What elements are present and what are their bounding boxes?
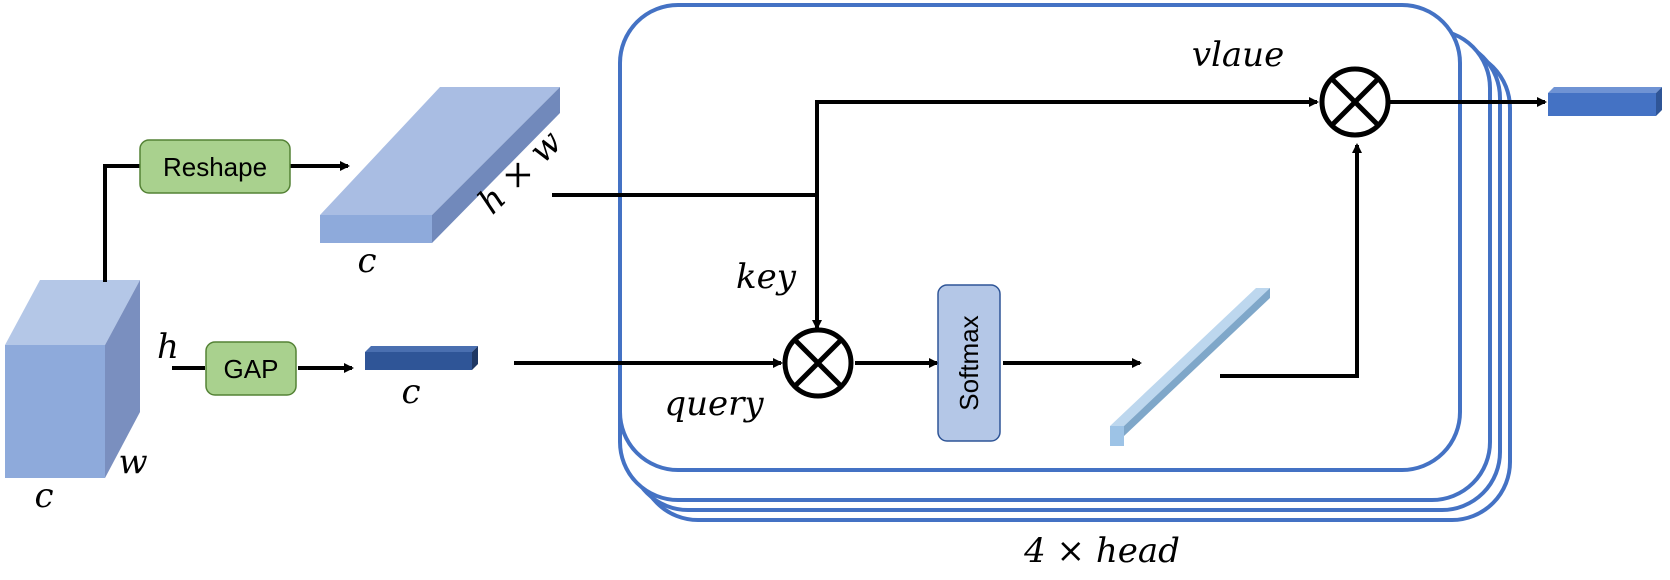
output-vector <box>1548 87 1662 116</box>
gap-op: GAP <box>205 341 297 396</box>
arrow-weights-to-mult <box>1220 143 1362 378</box>
input-tensor-top <box>5 280 140 345</box>
gap-box <box>205 341 297 396</box>
input-tensor-front <box>5 345 105 478</box>
gap-vector-front <box>365 352 472 370</box>
attention-vector-side <box>1124 288 1270 436</box>
attention-vector-front <box>1110 426 1124 446</box>
input-tensor-side <box>105 280 140 478</box>
reshaped-c-label: c <box>357 241 376 281</box>
input-c-label: c <box>34 476 53 516</box>
gap-vector-top <box>365 346 478 352</box>
softmax-box <box>937 284 1001 442</box>
gap-c-label: c <box>401 372 420 412</box>
input-h-label: h <box>157 327 179 367</box>
reshape-label: Reshape <box>163 152 267 182</box>
attention-vector-top <box>1110 288 1270 426</box>
output-vector-front <box>1548 93 1656 116</box>
input-w-label: w <box>118 442 147 482</box>
softmax-op: Softmax <box>937 284 1001 442</box>
attention-vector <box>1110 288 1270 446</box>
input-tensor <box>5 280 140 478</box>
softmax-label: Softmax <box>954 315 984 410</box>
query-label: query <box>664 384 764 424</box>
arrow-value-path <box>815 97 1319 195</box>
output-vector-top <box>1548 87 1662 93</box>
reshaped-tensor-top <box>320 87 560 215</box>
multiply-circle-icon <box>1319 66 1391 138</box>
gap-label: GAP <box>224 354 279 384</box>
value-label: vlaue <box>1192 35 1284 75</box>
gap-vector-side <box>472 346 478 370</box>
connections <box>103 97 1547 378</box>
reshaped-tensor <box>320 87 560 243</box>
reshape-op: Reshape <box>139 139 291 194</box>
wire-input-to-reshape <box>103 164 140 282</box>
key-label: key <box>736 257 797 297</box>
reshape-box <box>139 139 291 194</box>
multiply-circle-icon <box>782 327 854 399</box>
output-vector-side <box>1656 87 1662 116</box>
heads-label: 4 × head <box>1023 531 1180 571</box>
reshaped-tensor-side <box>432 87 560 243</box>
gap-vector <box>365 346 478 370</box>
reshaped-tensor-front <box>320 215 432 243</box>
